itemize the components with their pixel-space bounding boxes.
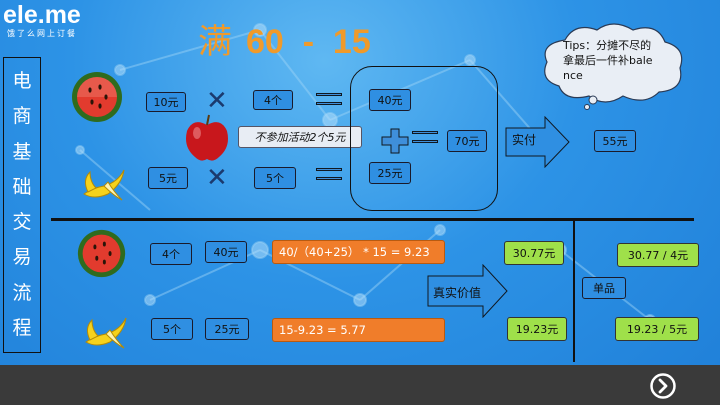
sidebar-char: 易 xyxy=(12,246,32,269)
horizontal-divider xyxy=(51,218,694,221)
plus-icon xyxy=(381,128,409,154)
title-prefix: 满 xyxy=(198,22,232,62)
banana-unit-price: 19.23 / 5元 xyxy=(615,317,699,341)
sidebar-char: 础 xyxy=(12,175,32,198)
banana-icon xyxy=(83,169,125,201)
watermelon-unit-price: 30.77 / 4元 xyxy=(617,243,699,267)
apple-icon xyxy=(186,114,228,161)
sum-group xyxy=(350,66,498,211)
sum-value: 70元 xyxy=(447,130,487,152)
watermelon-total: 40元 xyxy=(369,89,411,111)
banana-real-value: 19.23元 xyxy=(507,317,567,341)
sidebar-char: 流 xyxy=(12,281,32,304)
arrow-right-icon xyxy=(427,264,508,318)
watermelon-icon xyxy=(72,72,122,122)
logo-text: ele.me xyxy=(3,1,81,29)
bottom-banana-qty: 5个 xyxy=(151,318,193,340)
banana-icon xyxy=(85,317,127,349)
next-slide-button[interactable] xyxy=(649,372,677,400)
watermelon-qty: 4个 xyxy=(253,90,293,110)
sidebar-char: 商 xyxy=(12,105,32,128)
logo-slogan: 饿了么网上订餐 xyxy=(7,29,77,38)
pay-value: 55元 xyxy=(594,130,636,152)
unit-label: 单品 xyxy=(582,277,626,299)
promo-title: 满 60 - 15 xyxy=(198,14,371,63)
banana-total: 25元 xyxy=(369,162,411,184)
title-promo: 60 - 15 xyxy=(246,23,371,61)
bottom-watermelon-qty: 4个 xyxy=(150,243,192,265)
watermelon-icon xyxy=(77,229,126,278)
footer-bar xyxy=(0,365,720,405)
bottom-banana-total: 25元 xyxy=(205,318,249,340)
tips-cloud-icon xyxy=(544,23,683,110)
banana-qty: 5个 xyxy=(254,167,296,189)
bottom-watermelon-total: 40元 xyxy=(205,241,247,263)
arrow-right-icon xyxy=(505,116,570,168)
vertical-divider xyxy=(573,220,575,362)
watermelon-formula: 40/（40+25） * 15 = 9.23 xyxy=(272,240,445,264)
banana-price: 5元 xyxy=(148,167,188,189)
sidebar-char: 交 xyxy=(12,211,32,234)
sidebar-char: 电 xyxy=(12,70,32,93)
watermelon-price: 10元 xyxy=(146,92,186,112)
real-value-label: 真实价值 xyxy=(433,286,482,300)
pay-label: 实付 xyxy=(512,133,537,147)
sidebar-char: 程 xyxy=(12,316,32,339)
multiply-icon: ✕ xyxy=(206,86,228,116)
watermelon-real-value: 30.77元 xyxy=(504,241,564,265)
multiply-icon: ✕ xyxy=(206,163,228,193)
banana-formula: 15-9.23 = 5.77 xyxy=(272,318,445,342)
apple-note: 不参加活动2个5元 xyxy=(238,126,362,148)
logo: ele.me 饿了么网上订餐 xyxy=(3,2,81,39)
tips-text: Tips：分摊不尽的拿最后一件补balence xyxy=(563,39,653,82)
sidebar-char: 基 xyxy=(12,140,32,163)
sidebar-title: 电 商 基 础 交 易 流 程 xyxy=(3,57,41,353)
